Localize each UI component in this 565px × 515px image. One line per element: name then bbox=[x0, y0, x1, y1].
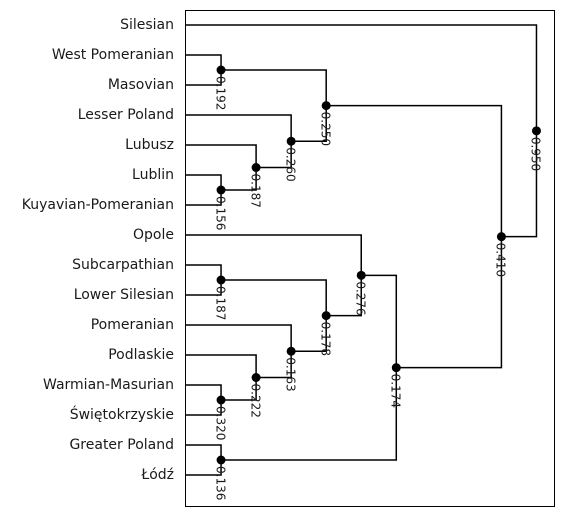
merge-node-n9 bbox=[286, 346, 296, 356]
merge-label-n7: 0.320 bbox=[213, 406, 227, 440]
link-n6-upper bbox=[186, 264, 222, 280]
merge-labels: 0.192 0.156 0.187 0.260 0.250 0.187 0.320 0.222… bbox=[213, 76, 542, 500]
link-n13-upper bbox=[361, 274, 398, 368]
link-n10-upper bbox=[221, 279, 327, 316]
link-n11-lower bbox=[326, 275, 362, 317]
merge-label-n3: 0.187 bbox=[248, 174, 262, 208]
leaf-label-lower-silesian: Lower Silesian bbox=[74, 287, 174, 303]
link-n10-lower bbox=[291, 315, 327, 352]
link-n2-lower bbox=[186, 190, 222, 206]
link-n15-lower bbox=[501, 130, 538, 238]
link-n9-lower bbox=[256, 351, 292, 379]
merge-label-n6: 0.187 bbox=[213, 286, 227, 320]
merge-node-n12 bbox=[216, 455, 226, 465]
leaf-label-subcarpathian: Subcarpathian bbox=[72, 257, 174, 273]
merge-label-n10: 0.178 bbox=[318, 322, 332, 356]
link-n14-lower bbox=[396, 236, 503, 369]
leaf-label-warmian-masurian: Warmian-Masurian bbox=[43, 377, 174, 393]
merge-node-n15 bbox=[531, 126, 541, 136]
link-n14-upper bbox=[326, 104, 503, 237]
link-n1-lower bbox=[186, 70, 222, 86]
merge-label-n11: 0.276 bbox=[353, 281, 367, 315]
leaf-label-greater-poland: Greater Poland bbox=[69, 437, 174, 453]
link-n4-lower bbox=[256, 141, 292, 169]
merge-node-n13 bbox=[391, 363, 401, 373]
merge-label-n8: 0.222 bbox=[248, 384, 262, 418]
merge-node-n2 bbox=[216, 185, 226, 195]
link-n2-upper bbox=[186, 174, 222, 190]
link-n8-upper bbox=[186, 354, 257, 378]
link-n6-lower bbox=[186, 280, 222, 296]
leaf-label-lodz: Łódź bbox=[140, 467, 174, 483]
merge-nodes bbox=[216, 65, 541, 465]
link-n3-upper bbox=[186, 144, 257, 168]
merge-node-n1 bbox=[216, 65, 226, 75]
leaf-label-lublin: Lublin bbox=[132, 167, 174, 183]
merge-label-n1: 0.192 bbox=[213, 76, 227, 110]
link-n7-upper bbox=[186, 384, 222, 400]
leaf-label-opole: Opole bbox=[133, 227, 174, 243]
leaf-label-lesser-poland: Lesser Poland bbox=[78, 107, 174, 123]
leaf-label-masovian: Masovian bbox=[108, 77, 174, 93]
link-n15-upper bbox=[186, 24, 538, 131]
link-n4-upper bbox=[186, 114, 292, 142]
merge-label-n5: 0.250 bbox=[318, 112, 332, 146]
merge-label-n14: 0.410 bbox=[494, 243, 508, 277]
merge-node-n10 bbox=[321, 311, 331, 321]
link-n7-lower bbox=[186, 400, 222, 416]
merge-label-n12: 0.136 bbox=[213, 466, 227, 500]
leaf-label-podlaskie: Podlaskie bbox=[108, 347, 174, 363]
link-n9-upper bbox=[186, 324, 292, 352]
link-n13-lower bbox=[221, 367, 398, 461]
merge-node-n8 bbox=[251, 373, 261, 382]
merge-label-n2: 0.156 bbox=[213, 196, 227, 230]
merge-node-n14 bbox=[496, 232, 506, 242]
link-n12-upper bbox=[186, 444, 222, 460]
merge-label-n15: 0.950 bbox=[529, 137, 543, 171]
merge-node-n7 bbox=[216, 395, 226, 405]
dendrogram-links bbox=[186, 24, 538, 476]
merge-node-n5 bbox=[321, 101, 331, 111]
link-n5-upper bbox=[221, 69, 327, 106]
link-n3-lower bbox=[221, 167, 257, 191]
merge-label-n13: 0.174 bbox=[388, 374, 402, 408]
leaf-label-west-pomeranian: West Pomeranian bbox=[52, 47, 174, 63]
merge-node-n4 bbox=[286, 136, 296, 146]
leaf-label-silesian: Silesian bbox=[120, 17, 174, 33]
leaf-label-lubusz: Lubusz bbox=[125, 137, 174, 153]
link-n5-lower bbox=[291, 105, 327, 142]
merge-label-n4: 0.260 bbox=[283, 147, 297, 181]
link-n12-lower bbox=[186, 460, 222, 476]
link-n8-lower bbox=[221, 377, 257, 401]
leaf-label-swietokrzyskie: Świętokrzyskie bbox=[70, 405, 174, 423]
merge-label-n9: 0.163 bbox=[283, 357, 297, 391]
leaf-label-pomeranian: Pomeranian bbox=[91, 317, 174, 333]
link-n11-upper bbox=[186, 234, 362, 276]
merge-node-n11 bbox=[356, 270, 366, 280]
merge-node-n6 bbox=[216, 275, 226, 285]
leaf-label-kuyavian-pomeranian: Kuyavian-Pomeranian bbox=[22, 197, 174, 213]
merge-node-n3 bbox=[251, 163, 261, 172]
plot-frame bbox=[185, 10, 555, 507]
link-n1-upper bbox=[186, 54, 222, 70]
